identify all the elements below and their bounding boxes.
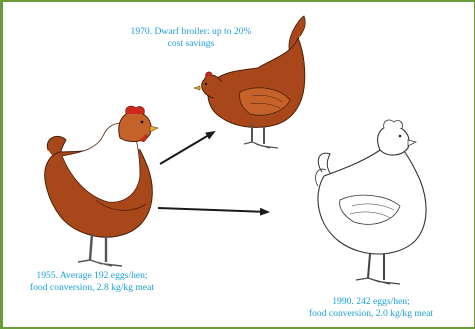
hen-1990-caption-line1: 1990. 242 eggs/hen; (276, 296, 466, 308)
hen-1990-caption: 1990. 242 eggs/hen; food conversion, 2.0… (276, 296, 466, 320)
hen-1955-caption-line1: 1955. Average 192 eggs/hen; (2, 270, 182, 282)
arrow-to-dwarf-broiler (160, 132, 214, 164)
hen-1990 (316, 120, 427, 284)
hen-1955-caption: 1955. Average 192 eggs/hen; food convers… (2, 270, 182, 294)
hen-1955 (45, 106, 158, 266)
hen-1990-caption-line2: food conversion, 2.0 kg/kg meat (276, 308, 466, 320)
dwarf-broiler-caption: 1970. Dwarf broiler: up to 20% cost savi… (96, 26, 286, 50)
dwarf-broiler-caption-line2: cost savings (96, 38, 286, 50)
hen-1955-caption-line2: food conversion, 2.8 kg/kg meat (2, 282, 182, 294)
dwarf-broiler-caption-line1: 1970. Dwarf broiler: up to 20% (96, 26, 286, 38)
arrow-to-1990-hen (158, 208, 268, 212)
